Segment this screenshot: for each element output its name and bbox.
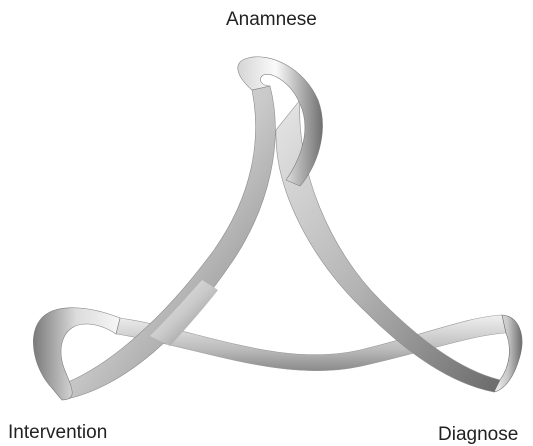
label-anamnese: Anamnese [226,10,317,29]
label-diagnose: Diagnose [438,425,518,444]
label-intervention: Intervention [8,423,107,442]
